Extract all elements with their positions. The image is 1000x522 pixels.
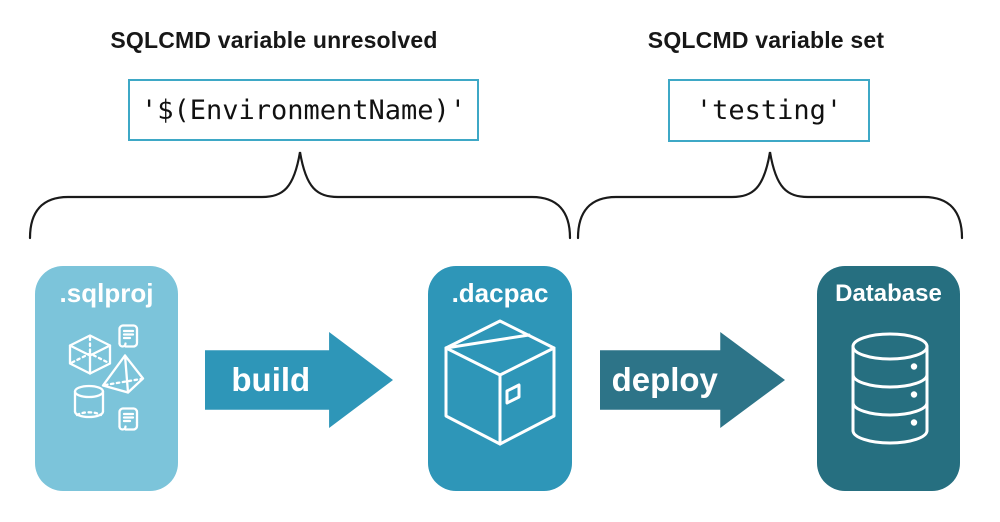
script-scroll-icon xyxy=(118,324,139,348)
db-dot xyxy=(910,391,918,398)
node-database-label: Database xyxy=(835,280,942,307)
value-box-unresolved: '$(EnvironmentName)' xyxy=(128,79,479,141)
cylinder-icon xyxy=(73,384,105,419)
script-scroll-icon xyxy=(118,407,139,431)
heading-sqlcmd-set: SQLCMD variable set xyxy=(647,27,885,53)
heading-sqlcmd-unresolved: SQLCMD variable unresolved xyxy=(110,27,438,53)
node-dacpac-label: .dacpac xyxy=(451,278,549,308)
pyramid-icon xyxy=(101,354,145,394)
cube-icon xyxy=(68,334,112,375)
node-database: Database xyxy=(817,266,960,491)
node-sqlproj-label: .sqlproj xyxy=(59,278,154,308)
build-arrow-label: build xyxy=(231,361,311,398)
node-dacpac: .dacpac xyxy=(428,266,572,491)
database-icon xyxy=(851,332,929,445)
set-variable-value: 'testing' xyxy=(695,95,843,126)
sql-objects-icon xyxy=(68,324,145,431)
right-brace-icon xyxy=(576,151,964,240)
deploy-arrow-label: deploy xyxy=(611,361,718,398)
left-brace-icon xyxy=(28,151,572,240)
node-sqlproj: .sqlproj xyxy=(35,266,178,491)
unresolved-variable-value: '$(EnvironmentName)' xyxy=(140,94,467,126)
value-box-set: 'testing' xyxy=(668,79,870,142)
package-icon xyxy=(444,319,556,446)
db-dot xyxy=(910,419,918,426)
db-dot xyxy=(910,363,918,370)
